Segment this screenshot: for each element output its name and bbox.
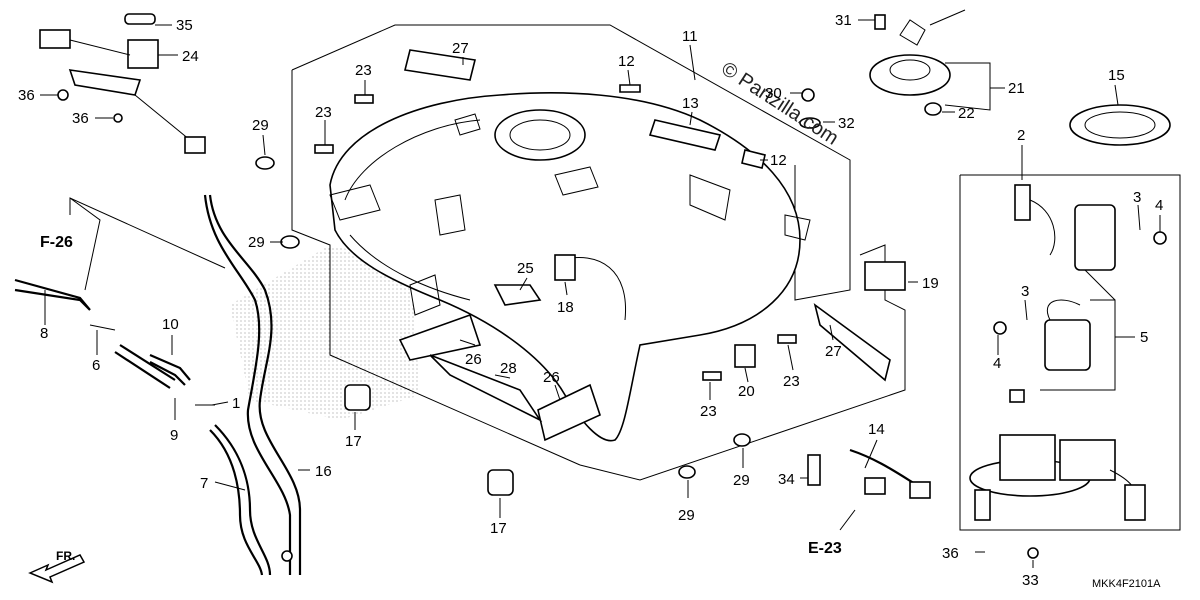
part-label-18[interactable]: 18 bbox=[557, 299, 574, 316]
part-label-23[interactable]: 23 bbox=[355, 62, 372, 79]
part-label-26[interactable]: 26 bbox=[543, 369, 560, 386]
part-label-21[interactable]: 21 bbox=[1008, 80, 1025, 97]
ref-f26[interactable]: F-26 bbox=[40, 234, 73, 251]
shading-area bbox=[230, 245, 420, 420]
part-label-6[interactable]: 6 bbox=[92, 357, 100, 374]
part-label-33[interactable]: 33 bbox=[1022, 572, 1039, 589]
part-label-3[interactable]: 3 bbox=[1133, 189, 1141, 206]
part-label-19[interactable]: 19 bbox=[922, 275, 939, 292]
part-label-17[interactable]: 17 bbox=[490, 520, 507, 537]
sender-unit[interactable] bbox=[1014, 184, 1056, 256]
part-label-36[interactable]: 36 bbox=[942, 545, 959, 562]
fuel-cap[interactable] bbox=[869, 9, 966, 96]
regulator-assembly[interactable] bbox=[1044, 299, 1091, 371]
part-label-1[interactable]: 1 bbox=[232, 395, 240, 412]
part-label-24[interactable]: 24 bbox=[182, 48, 199, 65]
part-label-29[interactable]: 29 bbox=[248, 234, 265, 251]
part-label-23[interactable]: 23 bbox=[783, 373, 800, 390]
part-label-26[interactable]: 26 bbox=[465, 351, 482, 368]
part-label-29[interactable]: 29 bbox=[733, 472, 750, 489]
part-label-14[interactable]: 14 bbox=[868, 421, 885, 438]
part-label-8[interactable]: 8 bbox=[40, 325, 48, 342]
drawing-code: MKK4F2101A bbox=[1092, 578, 1161, 590]
part-label-11[interactable]: 11 bbox=[682, 28, 698, 45]
fuel-hose-assembly[interactable] bbox=[807, 448, 931, 499]
tank-group-outline bbox=[291, 24, 906, 481]
part-label-15[interactable]: 15 bbox=[1108, 67, 1125, 84]
part-label-2[interactable]: 2 bbox=[1017, 127, 1025, 144]
fuel-pump-assembly[interactable] bbox=[969, 434, 1146, 521]
part-label-35[interactable]: 35 bbox=[176, 17, 193, 34]
part-label-10[interactable]: 10 bbox=[162, 316, 179, 333]
part-label-4[interactable]: 4 bbox=[1155, 197, 1163, 214]
direction-label: FR. bbox=[56, 549, 75, 563]
part-label-5[interactable]: 5 bbox=[1140, 329, 1148, 346]
part-label-7[interactable]: 7 bbox=[200, 475, 208, 492]
part-label-30[interactable]: 30 bbox=[765, 85, 782, 102]
pump-seal-ring[interactable] bbox=[1069, 104, 1171, 146]
part-label-12[interactable]: 12 bbox=[618, 53, 635, 70]
part-label-16[interactable]: 16 bbox=[315, 463, 332, 480]
part-label-3[interactable]: 3 bbox=[1021, 283, 1029, 300]
part-label-31[interactable]: 31 bbox=[835, 12, 852, 29]
part-label-25[interactable]: 25 bbox=[517, 260, 534, 277]
part-label-27[interactable]: 27 bbox=[452, 40, 469, 57]
leader-lines bbox=[40, 19, 1161, 568]
fuel-filter[interactable] bbox=[1074, 204, 1116, 271]
part-label-22[interactable]: 22 bbox=[958, 105, 975, 122]
fuel-pump-group-outline bbox=[959, 174, 1181, 531]
part-label-29[interactable]: 29 bbox=[252, 117, 269, 134]
fuel-sender-unit[interactable] bbox=[39, 13, 206, 154]
part-label-23[interactable]: 23 bbox=[700, 403, 717, 420]
watermark: © Partzilla.com bbox=[717, 58, 842, 150]
part-label-36[interactable]: 36 bbox=[72, 110, 89, 127]
ref-e23[interactable]: E-23 bbox=[808, 540, 842, 557]
part-label-32[interactable]: 32 bbox=[838, 115, 855, 132]
hoses[interactable] bbox=[14, 194, 302, 576]
front-direction-arrow bbox=[28, 554, 86, 584]
part-label-13[interactable]: 13 bbox=[682, 95, 699, 112]
part-label-17[interactable]: 17 bbox=[345, 433, 362, 450]
part-label-28[interactable]: 28 bbox=[500, 360, 517, 377]
part-label-23[interactable]: 23 bbox=[315, 104, 332, 121]
part-label-9[interactable]: 9 bbox=[170, 427, 178, 444]
grommets[interactable] bbox=[57, 14, 1167, 562]
part-label-34[interactable]: 34 bbox=[778, 471, 795, 488]
part-label-12[interactable]: 12 bbox=[770, 152, 787, 169]
part-label-27[interactable]: 27 bbox=[825, 343, 842, 360]
part-labels: 35 24 36 36 29 29 8 6 10 9 1 7 16 17 17 … bbox=[18, 12, 1163, 589]
part-label-20[interactable]: 20 bbox=[738, 383, 755, 400]
part-label-4[interactable]: 4 bbox=[993, 355, 1001, 372]
part-label-29[interactable]: 29 bbox=[678, 507, 695, 524]
part-label-36[interactable]: 36 bbox=[18, 87, 35, 104]
watermark-text: © Partzilla.com bbox=[717, 58, 842, 150]
